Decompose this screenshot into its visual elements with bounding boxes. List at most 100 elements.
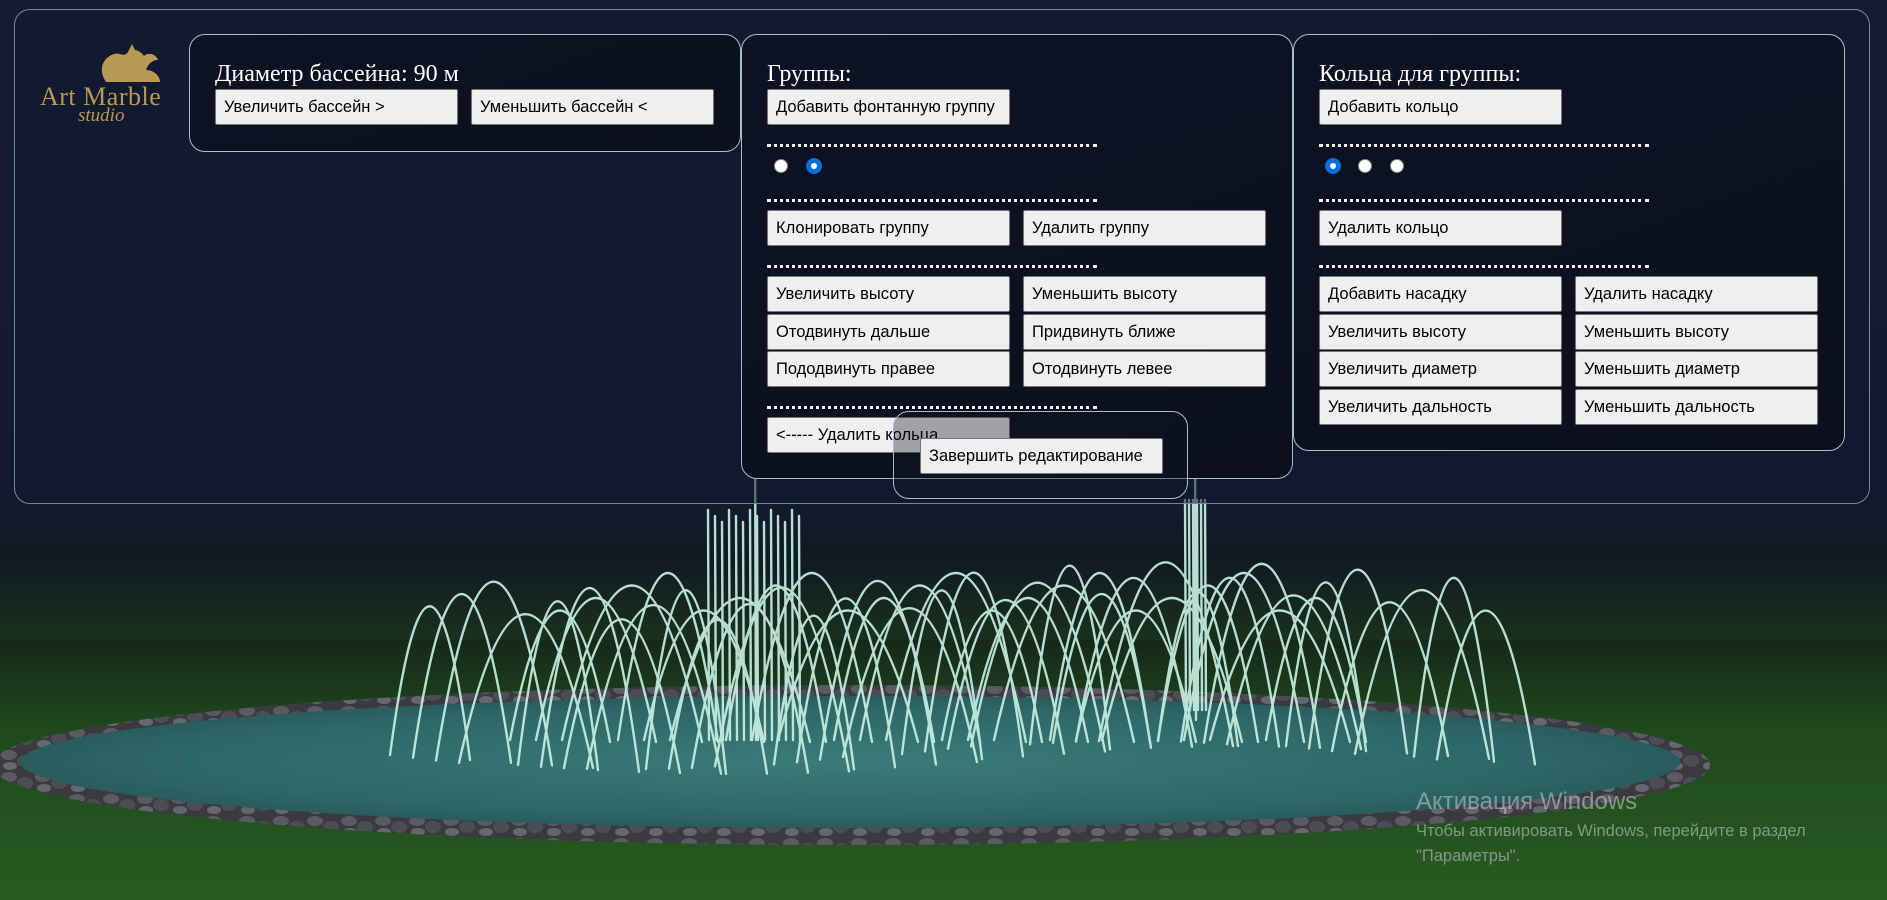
water-jet xyxy=(741,520,746,742)
water-jet xyxy=(1264,597,1368,744)
water-jet xyxy=(748,508,753,742)
water-jet xyxy=(668,597,812,744)
water-jet xyxy=(1048,572,1152,744)
group-radio-1[interactable] xyxy=(774,159,788,173)
water-jet xyxy=(776,514,781,742)
separator xyxy=(767,199,1097,202)
water-jet xyxy=(900,589,984,761)
water-jet xyxy=(1353,589,1491,761)
increase-diameter-button[interactable]: Увеличить диаметр xyxy=(1319,351,1562,387)
move-right-button[interactable]: Пододвинуть правее xyxy=(767,351,1010,387)
water-jet xyxy=(783,520,788,742)
move-farther-button[interactable]: Отодвинуть дальше xyxy=(767,314,1010,350)
water-jet xyxy=(858,584,982,744)
water-jet xyxy=(562,618,682,775)
decrease-diameter-button[interactable]: Уменьшить диаметр xyxy=(1575,351,1818,387)
water-jet xyxy=(769,508,774,742)
water-jet xyxy=(434,580,554,767)
water-jet xyxy=(1435,609,1537,766)
water-jet xyxy=(534,597,658,744)
water-jet xyxy=(585,604,723,775)
water-jet xyxy=(539,587,641,773)
pool-diameter-title: Диаметр бассейна: 90 м xyxy=(215,61,459,87)
water-jet xyxy=(946,598,1066,756)
water-jet xyxy=(1100,597,1244,744)
ring-decrease-height-button[interactable]: Уменьшить высоту xyxy=(1575,314,1818,350)
water-jet xyxy=(1183,498,1188,712)
water-jet xyxy=(457,612,595,770)
group-rings-card: Кольца для группы: Добавить кольцо Удали… xyxy=(1293,34,1845,451)
water-jet xyxy=(790,508,795,742)
pool-size-card: Диаметр бассейна: 90 м Увеличить бассейн… xyxy=(189,34,741,152)
separator xyxy=(1319,199,1649,202)
groups-title: Группы: xyxy=(767,61,852,87)
water-jet xyxy=(1051,592,1153,749)
water-jet xyxy=(642,609,766,744)
ring-radio-2[interactable] xyxy=(1358,159,1372,173)
water-jet xyxy=(755,514,760,742)
separator xyxy=(767,406,1097,409)
water-jet xyxy=(1074,609,1198,744)
water-jet xyxy=(411,592,513,764)
move-closer-button[interactable]: Придвинуть ближе xyxy=(1023,314,1266,350)
fountain-jets xyxy=(388,423,1537,776)
decrease-range-button[interactable]: Уменьшить дальность xyxy=(1575,389,1818,425)
water-jet xyxy=(1330,601,1450,758)
water-jet xyxy=(966,597,1090,744)
fountain-groups-card: Группы: Добавить фонтанную группу Клонир… xyxy=(741,34,1293,479)
logo-subtitle: studio xyxy=(78,105,125,126)
add-ring-button[interactable]: Добавить кольцо xyxy=(1319,89,1562,125)
water-jet xyxy=(734,514,739,742)
water-jet xyxy=(388,605,472,762)
water-jet xyxy=(795,597,897,769)
delete-group-button[interactable]: Удалить группу xyxy=(1023,210,1266,246)
delete-rings-button[interactable]: <----- Удалить кольца xyxy=(767,417,1010,453)
separator xyxy=(1319,144,1649,147)
water-jet xyxy=(616,572,720,744)
delete-ring-button[interactable]: Удалить кольцо xyxy=(1319,210,1562,246)
water-jet xyxy=(750,572,874,744)
increase-range-button[interactable]: Увеличить дальность xyxy=(1319,389,1562,425)
move-left-button[interactable]: Отодвинуть левее xyxy=(1023,351,1266,387)
water-jet xyxy=(1284,581,1368,753)
water-jet xyxy=(832,597,936,744)
delete-nozzle-button[interactable]: Удалить насадку xyxy=(1575,276,1818,312)
separator xyxy=(767,265,1097,268)
water-jet xyxy=(1195,498,1200,712)
water-jet xyxy=(1208,609,1352,744)
ring-increase-height-button[interactable]: Увеличить высоту xyxy=(1319,314,1562,350)
water-jet xyxy=(508,609,612,744)
water-jet xyxy=(1412,576,1496,763)
ring-radio-1[interactable] xyxy=(1326,159,1340,173)
water-jet xyxy=(720,520,725,742)
windows-activation-text: Чтобы активировать Windows, перейдите в … xyxy=(1416,822,1806,840)
water-jet xyxy=(1202,562,1322,749)
separator xyxy=(767,144,1097,147)
water-jet xyxy=(706,508,711,742)
water-jet xyxy=(516,600,600,772)
water-jet xyxy=(762,520,767,742)
water-jet xyxy=(884,572,1028,744)
ring-radio-3[interactable] xyxy=(1390,159,1404,173)
water-jet xyxy=(940,609,1044,744)
water-jet xyxy=(1191,498,1196,712)
water-jet xyxy=(992,584,1136,744)
water-jet xyxy=(969,581,1107,753)
clone-group-button[interactable]: Клонировать группу xyxy=(767,210,1010,246)
group-decrease-height-button[interactable]: Уменьшить высоту xyxy=(1023,276,1266,312)
group-increase-height-button[interactable]: Увеличить высоту xyxy=(767,276,1010,312)
add-fountain-group-button[interactable]: Добавить фонтанную группу xyxy=(767,89,1010,125)
water-jet xyxy=(1156,584,1260,744)
water-jet xyxy=(797,514,802,742)
rings-title: Кольца для группы: xyxy=(1319,61,1522,87)
add-nozzle-button[interactable]: Добавить насадку xyxy=(1319,276,1562,312)
pool-water xyxy=(20,696,1680,828)
water-jet xyxy=(1097,561,1235,748)
finish-editing-button[interactable]: Завершить редактирование xyxy=(920,438,1163,474)
water-jet xyxy=(560,584,704,744)
increase-pool-button[interactable]: Увеличить бассейн > xyxy=(215,89,458,125)
water-jet xyxy=(1307,568,1409,755)
decrease-pool-button[interactable]: Уменьшить бассейн < xyxy=(471,89,714,125)
group-radio-2[interactable] xyxy=(807,159,821,173)
